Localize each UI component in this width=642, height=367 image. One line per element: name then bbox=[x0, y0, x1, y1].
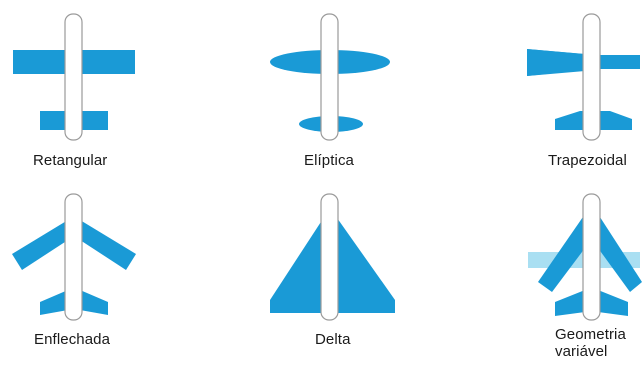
label-retangular: Retangular bbox=[33, 152, 107, 169]
enflechada-wing-left bbox=[12, 220, 68, 270]
geometria-tail-left bbox=[555, 290, 585, 316]
enflechada-tail-left bbox=[40, 290, 68, 315]
enflechada-tail-right bbox=[80, 290, 108, 315]
delta-fuselage bbox=[321, 194, 338, 320]
label-enflechada: Enflechada bbox=[34, 331, 110, 348]
retangular-fuselage bbox=[65, 14, 82, 140]
planform-trapezoidal bbox=[527, 14, 640, 140]
enflechada-fuselage bbox=[65, 194, 82, 320]
trapezoidal-fuselage bbox=[583, 14, 600, 140]
planform-eliptica bbox=[270, 14, 390, 140]
geometria-fuselage bbox=[583, 194, 600, 320]
label-geometria-line1: Geometria bbox=[555, 326, 626, 343]
label-trapezoidal: Trapezoidal bbox=[548, 152, 627, 169]
planform-enflechada bbox=[12, 194, 136, 320]
planform-geometria-variavel bbox=[528, 194, 642, 320]
geometria-tail-right bbox=[598, 290, 628, 316]
label-eliptica: Elíptica bbox=[304, 152, 354, 169]
planform-delta bbox=[270, 194, 395, 320]
trapezoidal-wing-left bbox=[527, 49, 585, 76]
planform-retangular bbox=[13, 14, 135, 140]
eliptica-fuselage bbox=[321, 14, 338, 140]
label-delta: Delta bbox=[315, 331, 351, 348]
enflechada-wing-right bbox=[80, 220, 136, 270]
label-geometria-variavel: Geometria variável bbox=[555, 326, 626, 360]
label-geometria-line2: variável bbox=[555, 343, 626, 360]
